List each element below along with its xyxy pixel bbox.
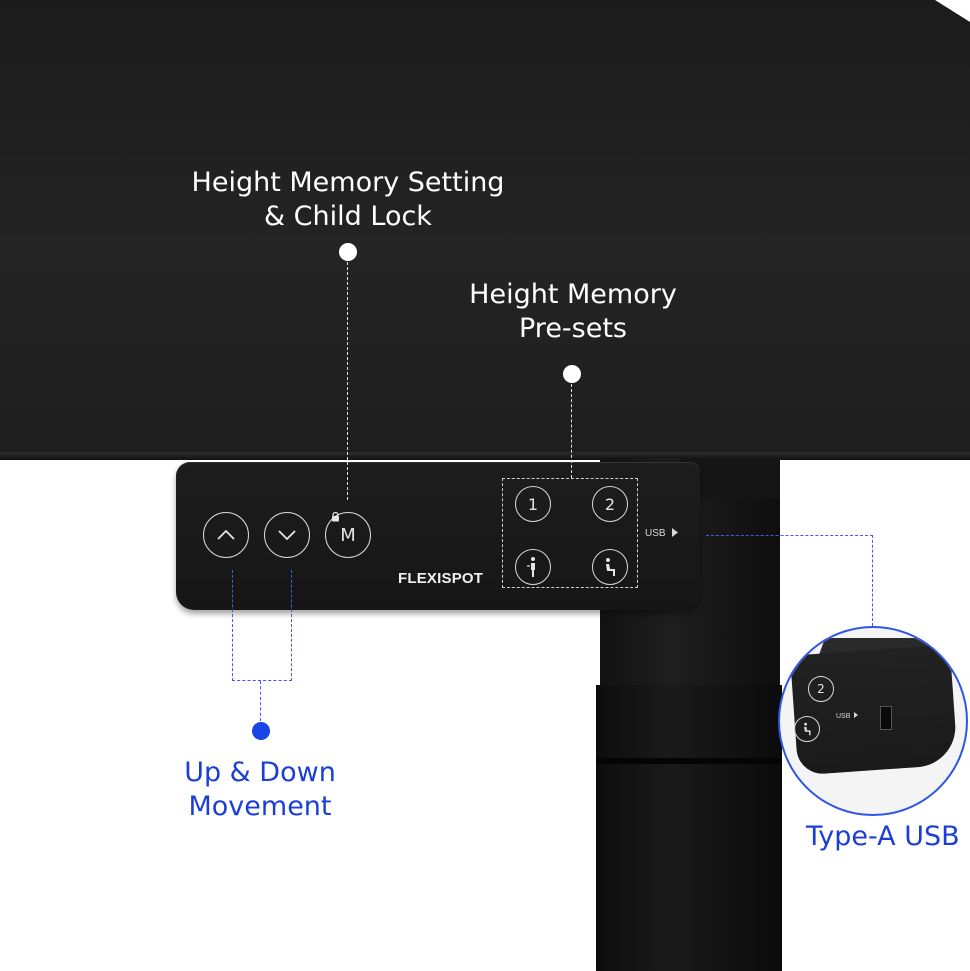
preset-standing-button[interactable] <box>515 549 551 585</box>
sitting-person-icon <box>606 558 615 576</box>
desk-edge <box>0 452 970 460</box>
preset-sitting-button[interactable] <box>592 549 628 585</box>
memory-setting-callout-line-1: Height Memory Setting <box>191 167 505 198</box>
memory-setting-callout-line-2: & Child Lock <box>264 201 432 232</box>
usb-callout: Type-A USB <box>806 821 960 852</box>
presets-callout-line-1: Height Memory <box>469 279 677 310</box>
lock-icon <box>332 512 339 522</box>
usb-label: USB <box>645 528 679 539</box>
standing-person-icon <box>527 557 535 577</box>
movement-bracket <box>232 570 292 681</box>
up-button[interactable] <box>203 512 249 558</box>
desk-top <box>0 0 970 458</box>
triangle-right-icon <box>854 712 859 718</box>
memory-button-label: M <box>340 524 356 546</box>
memory-setting-leader-line <box>347 262 348 500</box>
usb-leader-line <box>706 535 873 626</box>
movement-dot <box>252 722 270 740</box>
memory-setting-callout: Height Memory Setting & Child Lock <box>150 166 546 234</box>
movement-callout-line-2: Movement <box>188 791 332 822</box>
brand-logo: FLEXISPOT <box>398 570 484 587</box>
desk-leg-seam <box>596 758 782 764</box>
desk-leg-lower <box>596 685 782 971</box>
chevron-down-icon <box>278 530 296 541</box>
presets-callout: Height Memory Pre-sets <box>430 278 716 346</box>
usb-label-text: USB <box>645 528 666 539</box>
memory-button[interactable]: M <box>325 512 371 558</box>
memory-setting-dot <box>339 243 357 261</box>
preset-1-label: 1 <box>527 494 539 514</box>
presets-leader-line <box>571 384 572 478</box>
movement-callout-line-1: Up & Down <box>184 757 336 788</box>
preset-2-button[interactable]: 2 <box>592 486 628 522</box>
down-button[interactable] <box>264 512 310 558</box>
sitting-person-icon <box>804 722 811 736</box>
usb-zoom-view: 2 USB <box>778 626 968 816</box>
chevron-up-icon <box>217 529 235 540</box>
movement-leader-line <box>260 681 261 721</box>
zoom-preset-2-button: 2 <box>808 676 834 702</box>
usb-port[interactable] <box>880 706 892 730</box>
zoom-preset-sitting-button <box>794 716 820 742</box>
preset-2-label: 2 <box>604 494 616 514</box>
presets-highlight-box <box>502 478 638 588</box>
presets-dot <box>563 365 581 383</box>
zoom-control-panel <box>790 644 958 776</box>
triangle-right-icon <box>672 528 679 537</box>
movement-callout: Up & Down Movement <box>140 756 380 824</box>
zoom-preset-2-label: 2 <box>817 682 825 696</box>
zoom-usb-label-text: USB <box>836 713 851 720</box>
preset-1-button[interactable]: 1 <box>515 486 551 522</box>
presets-callout-line-2: Pre-sets <box>519 313 627 344</box>
zoom-usb-label: USB <box>836 712 859 720</box>
